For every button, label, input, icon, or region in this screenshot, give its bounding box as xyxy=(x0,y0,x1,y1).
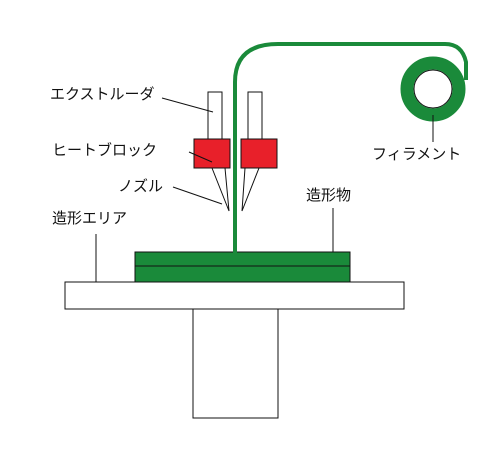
leader-line-nozzle xyxy=(172,186,223,205)
printed-object-layer-2 xyxy=(134,251,351,267)
extruder-tube-right xyxy=(247,91,263,143)
printer-pedestal xyxy=(192,309,279,419)
build-platform xyxy=(64,281,405,310)
extruder-tube-left xyxy=(207,91,223,143)
nozzle-right xyxy=(241,167,260,212)
heat-block-right xyxy=(240,138,278,169)
heat-block-left xyxy=(193,138,231,169)
filament-strand xyxy=(233,42,468,254)
label-filament: フィラメント xyxy=(372,145,461,163)
label-printed-object: 造形物 xyxy=(306,186,351,204)
label-heat-block: ヒートブロック xyxy=(52,141,157,159)
printed-object-layer-1 xyxy=(134,265,351,283)
nozzle-left xyxy=(211,167,230,212)
label-build-area: 造形エリア xyxy=(52,209,127,227)
filament-spool-hub xyxy=(413,69,453,109)
leader-line-heat-block xyxy=(188,151,213,163)
leader-line-extruder xyxy=(161,97,214,113)
filament-spool xyxy=(400,56,466,122)
label-extruder: エクストルーダ xyxy=(50,85,155,103)
label-nozzle: ノズル xyxy=(118,177,163,195)
